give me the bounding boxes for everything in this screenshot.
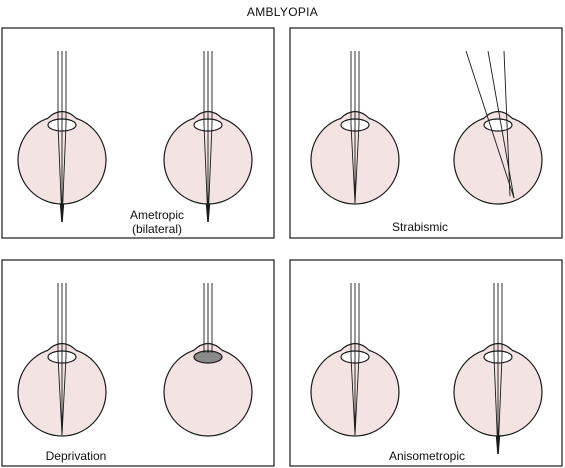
light-ray (354, 124, 360, 204)
panel-strabismic (289, 27, 563, 239)
eye-ametropic-right (163, 51, 253, 223)
eye-anisometropic-refractive (453, 283, 543, 455)
eye-strabismic-deviated (453, 50, 543, 205)
eye-deprivation-normal (17, 283, 107, 437)
light-ray (350, 124, 356, 204)
diagram-title: AMBLYOPIA (246, 5, 319, 19)
light-ray (57, 356, 63, 436)
light-ray (487, 50, 515, 199)
label-ametropic-line1: Ametropic (130, 208, 184, 222)
eye-deprivation-occluded (163, 283, 253, 437)
cornea (482, 110, 514, 120)
focus-spike (61, 203, 65, 223)
light-ray (354, 356, 360, 436)
light-ray (61, 356, 67, 436)
lens (483, 118, 513, 132)
panel-deprivation (1, 259, 275, 467)
focus-spike (207, 203, 211, 223)
panel-ametropic (1, 27, 275, 239)
panel-anisometropic (289, 259, 563, 467)
eye-strabismic-normal (310, 51, 400, 205)
label-ametropic-line2: (bilateral) (132, 222, 182, 236)
eye-anisometropic-normal (310, 283, 400, 437)
focus-spike (497, 435, 501, 455)
eye-ametropic-left (17, 51, 107, 223)
label-deprivation: Deprivation (46, 449, 107, 463)
light-ray (503, 50, 511, 197)
light-ray (465, 50, 515, 199)
light-ray (350, 356, 356, 436)
label-anisometropic: Anisometropic (389, 449, 465, 463)
label-strabismic: Strabismic (392, 220, 448, 234)
